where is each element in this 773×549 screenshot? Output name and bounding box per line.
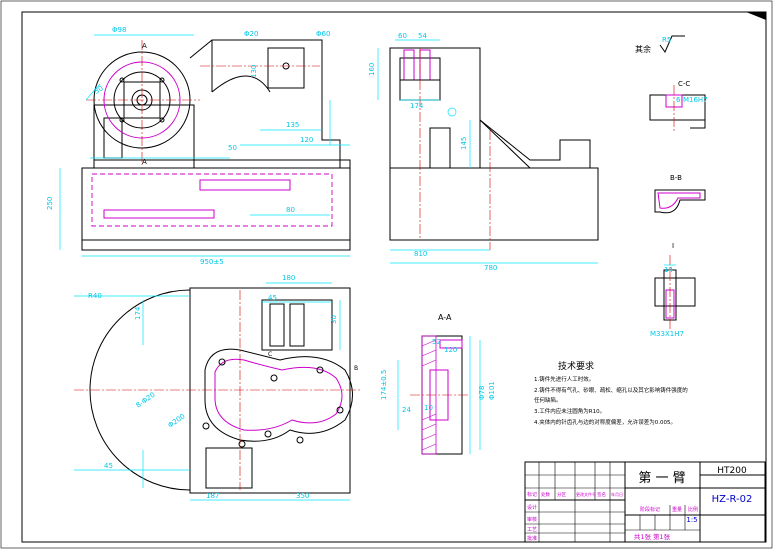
tech-heading: 技术要求 (558, 360, 594, 372)
dim-hole-large: Φ60 (316, 30, 330, 38)
material-label: HT200 (717, 466, 747, 476)
dim-roughness: R5 (662, 36, 671, 44)
tech-item-1: 2.铸件不得有气孔、砂眼、疏松、缩孔以及其它影响铸件强度的 (534, 386, 688, 394)
scale-value: 1:5 (686, 516, 697, 524)
weight-label: 重量 (672, 506, 682, 513)
dim-aa-width: 120 (444, 346, 457, 354)
dim-aa-height: 174±0.5 (380, 370, 388, 400)
section-cc (649, 85, 706, 132)
section-mark-c: C (268, 351, 272, 358)
dim-aa-left: 24 (402, 406, 411, 414)
head-label-0: 处数 (541, 491, 550, 498)
detail-mark-i: I (672, 242, 674, 250)
section-mark-a-bottom: A (142, 158, 147, 166)
dim-top-width: 180 (282, 274, 295, 282)
section-label-cc: C-C (678, 80, 690, 88)
dim-base-length: 950±5 (200, 258, 224, 266)
section-label-bb: B-B (670, 174, 682, 182)
section-bb (654, 189, 706, 214)
dim-flange-dia: Φ98 (112, 26, 126, 34)
head-label-3: 签名 (597, 491, 606, 498)
section-label-aa: A-A (438, 313, 452, 322)
dim-bolt-holes: 8-Φ20 (135, 391, 157, 410)
dim-hole-small: Φ20 (244, 30, 258, 38)
drawing-code: HZ-R-02 (712, 494, 753, 505)
top-view (74, 282, 360, 501)
dim-aa-top: 52 (432, 338, 441, 346)
head-label-4: 年月日 (611, 491, 623, 497)
section-mark-b: B (354, 365, 358, 372)
sheet-border-inner (21, 11, 767, 543)
dim-top-right: 350 (296, 492, 309, 500)
row-label-2: 审核 (527, 516, 537, 523)
dim-step-b: 120 (300, 136, 313, 144)
row-label-1: 设计 (527, 504, 537, 511)
corner-mark (746, 12, 766, 20)
tech-item-0: 1.铸件先进行人工时效。 (534, 375, 594, 383)
dim-aa-step: 10 (424, 404, 433, 412)
roughness-symbol (659, 35, 685, 54)
head-label-1: 分区 (557, 491, 566, 498)
dim-top-step: 30 (330, 315, 338, 324)
dim-base-height: 250 (46, 197, 54, 210)
title-block-grid (524, 461, 766, 543)
dim-radius: R40 (88, 292, 102, 300)
dim-side-base-b: 780 (484, 264, 497, 272)
section-aa (397, 335, 481, 455)
dim-side-width: 174 (410, 102, 424, 110)
detail-i (654, 255, 696, 330)
dim-aa-inner: Φ78 (478, 386, 486, 400)
dim-thread-cc: 6-M16H7 (676, 96, 708, 104)
dim-arm-width: 135 (286, 121, 299, 129)
stage-label: 阶段标记 (640, 506, 660, 513)
row-label-0: 标记 (527, 491, 537, 498)
surface-note: 其余 (635, 44, 651, 54)
dim-aa-outer: Φ101 (488, 381, 496, 400)
dim-detail-i: 14 (664, 266, 673, 274)
dim-side-b: 54 (418, 32, 427, 40)
dim-bolt-circle: Φ200 (167, 412, 187, 429)
dim-top-slot: 45 (268, 294, 277, 302)
dim-side-base-a: 810 (414, 250, 427, 258)
front-view (59, 34, 351, 257)
dim-pocket: 80 (286, 206, 295, 214)
head-label-2: 更改文件号 (576, 491, 596, 497)
tech-item-2: 任何缺陷。 (534, 396, 562, 404)
row-label-4: 批准 (527, 535, 537, 542)
side-view (377, 39, 599, 264)
dim-side-step: 145 (460, 137, 468, 150)
row-label-3: 工艺 (527, 527, 537, 533)
drawing-title: 第 一 臂 (638, 471, 685, 486)
dim-arm-height: 130 (250, 65, 258, 78)
dim-step-a: 50 (228, 144, 237, 152)
dim-top-offset: 45 (104, 462, 113, 470)
dim-top-depth: 174 (134, 306, 142, 320)
dim-side-height: 160 (368, 63, 376, 76)
tech-item-3: 3.工件内应未注圆角为R10。 (534, 407, 605, 415)
dim-side-a: 60 (398, 32, 407, 40)
sheet-count: 共1张 第1张 (634, 532, 671, 541)
dim-top-left: 187 (206, 492, 219, 500)
section-mark-a-top: A (142, 42, 147, 50)
tech-item-4: 4.夹体内的针齿孔与边的对称度偏差，允许误差为0.005。 (534, 418, 676, 426)
dim-flange-bolt: 30 (93, 84, 105, 95)
dim-thread-i: M33X1H7 (650, 330, 684, 338)
scale-label: 比例 (688, 506, 698, 513)
